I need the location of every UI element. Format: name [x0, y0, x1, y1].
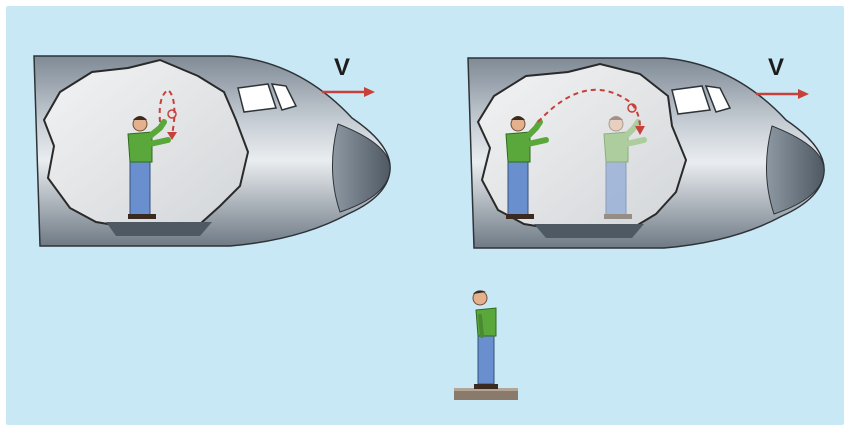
cabin-floor-left [106, 222, 212, 236]
airplane-right [468, 58, 824, 248]
velocity-arrow-right [756, 89, 809, 99]
ground-observer [454, 290, 518, 400]
velocity-label-right: V [768, 54, 784, 82]
airplane-left [34, 56, 390, 246]
nose-cone-left [332, 124, 390, 212]
velocity-label-left: V [334, 54, 350, 82]
cabin-floor-right [534, 224, 644, 238]
nose-cone-right [766, 126, 824, 214]
velocity-arrow-left [322, 87, 375, 97]
